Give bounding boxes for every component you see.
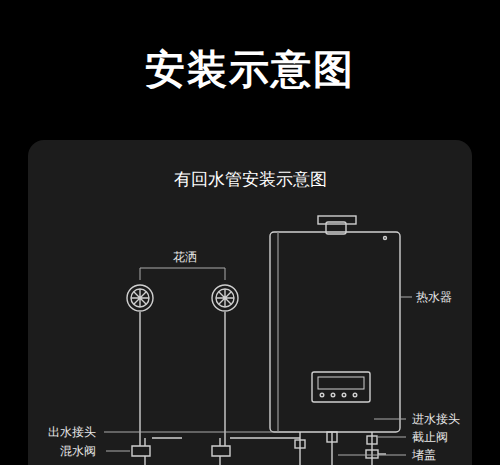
shower-bracket [140, 268, 225, 280]
mount-bracket [318, 216, 356, 224]
button [342, 393, 346, 397]
mixing-valve [212, 438, 300, 456]
panel-box: 有回水管安装示意图 [28, 140, 472, 465]
part-label: 热水器 [414, 290, 454, 304]
panel-heading: 有回水管安装示意图 [28, 168, 472, 191]
page-title: 安装示意图 [0, 42, 500, 97]
part-label: 出水接头 [46, 425, 98, 439]
mixing-valve [132, 438, 182, 456]
heater-housing [270, 232, 400, 432]
shower-hose [139, 312, 140, 438]
part-label: 混水阀 [58, 444, 98, 458]
housing-edge [277, 232, 278, 432]
plug-cap [327, 432, 337, 442]
pipes [132, 312, 386, 465]
leader-lines [104, 268, 412, 455]
button [320, 393, 324, 397]
button [353, 393, 357, 397]
shower-hose [224, 312, 225, 438]
water-heater [270, 216, 400, 432]
part-label: 堵盖 [410, 448, 438, 462]
part-label: 截止阀 [410, 430, 450, 444]
shower-heads [127, 285, 238, 311]
part-label: 花洒 [171, 250, 199, 264]
indicator [384, 237, 387, 240]
inlet-joint [367, 436, 377, 444]
button [331, 393, 335, 397]
display-panel [312, 372, 370, 402]
panel-ground [28, 140, 472, 465]
shutoff-valve [366, 450, 378, 458]
outlet-joint [295, 440, 305, 448]
part-label: 进水接头 [410, 412, 462, 426]
display-screen [318, 377, 364, 389]
